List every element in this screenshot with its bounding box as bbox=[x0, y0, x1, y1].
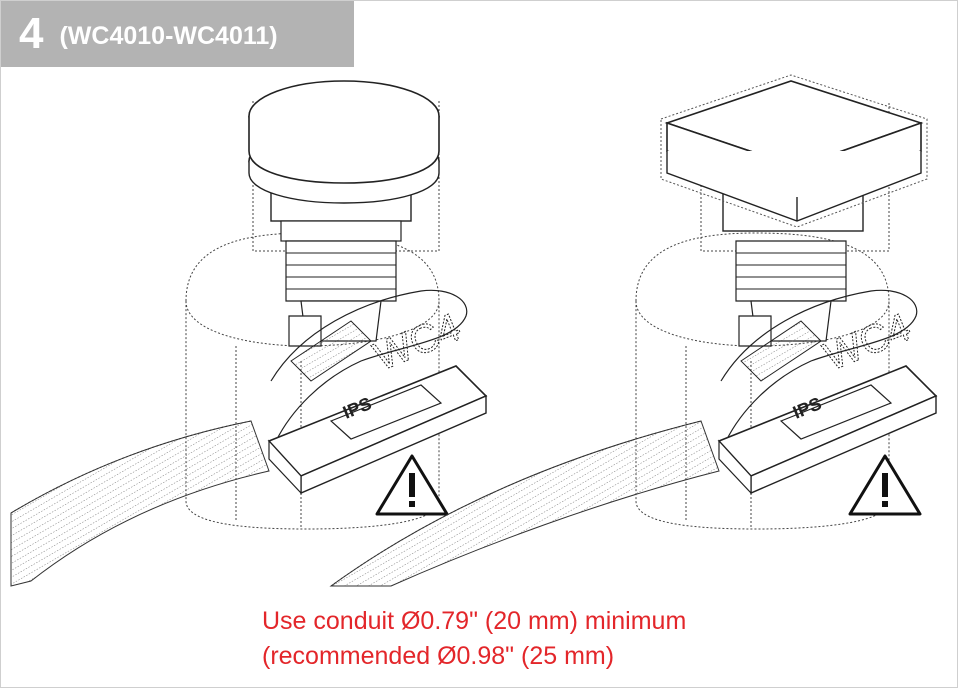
caption-line-2: (recommended Ø0.98" (25 mm) bbox=[262, 642, 615, 670]
square-cap bbox=[660, 74, 928, 228]
conduit-left bbox=[10, 420, 270, 587]
cable-connector-right bbox=[717, 289, 938, 495]
step-badge: 4 (WC4010-WC4011) bbox=[1, 1, 354, 67]
round-top-unit: IPS WC4 bbox=[10, 80, 488, 587]
conduit-right bbox=[329, 420, 720, 587]
warning-icon bbox=[375, 454, 449, 516]
round-cap bbox=[248, 80, 440, 204]
square-top-unit: IPS WC4 bbox=[329, 74, 938, 587]
step-number: 4 bbox=[19, 9, 44, 58]
cable-connector-left bbox=[267, 289, 488, 495]
conduit-requirement-caption: Use conduit Ø0.79" (20 mm) minimum (reco… bbox=[262, 604, 686, 674]
warning-icon bbox=[848, 454, 922, 516]
caption-line-1: Use conduit Ø0.79" (20 mm) minimum bbox=[262, 607, 687, 635]
installation-illustration: IPS WC4 bbox=[10, 74, 938, 587]
model-numbers: (WC4010-WC4011) bbox=[59, 21, 278, 50]
